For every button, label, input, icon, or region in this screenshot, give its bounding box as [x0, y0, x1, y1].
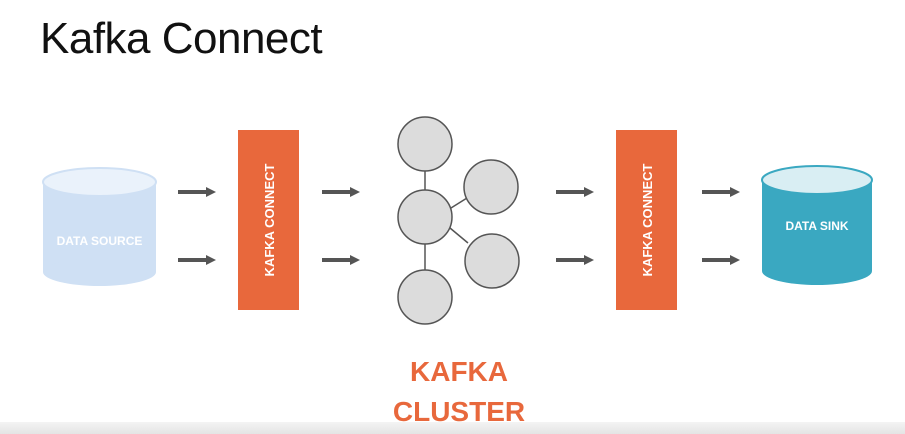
kafka-connect-right-label: KAFKA CONNECT: [640, 163, 655, 276]
bottom-band: [0, 422, 905, 434]
kafka-cluster: KAFKA CLUSTER: [393, 116, 525, 427]
data-sink-label: DATA SINK: [785, 219, 848, 233]
kafka-connect-left: KAFKA CONNECT: [238, 130, 299, 310]
kafka-connect-left-label: KAFKA CONNECT: [262, 163, 277, 276]
cluster-node: [463, 159, 519, 215]
kafka-cluster-label-line1: KAFKA: [410, 356, 508, 387]
data-source-cylinder: DATA SOURCE: [42, 167, 157, 286]
arrows-source-to-connect: [178, 187, 216, 265]
arrows-connect-to-cluster: [322, 187, 360, 265]
arrows-cluster-to-connect: [556, 187, 594, 265]
cluster-link: [450, 197, 468, 209]
kafka-cluster-label-line2: CLUSTER: [393, 396, 525, 427]
slide-title: Kafka Connect: [40, 14, 323, 63]
data-source-label: DATA SOURCE: [57, 234, 143, 248]
cluster-node: [397, 269, 453, 325]
cluster-node: [397, 116, 453, 172]
arrows-connect-to-sink: [702, 187, 740, 265]
cluster-link: [449, 227, 469, 244]
kafka-connect-right: KAFKA CONNECT: [616, 130, 677, 310]
data-sink-cylinder: DATA SINK: [761, 165, 873, 285]
cluster-node: [397, 189, 453, 245]
cluster-node: [464, 233, 520, 289]
